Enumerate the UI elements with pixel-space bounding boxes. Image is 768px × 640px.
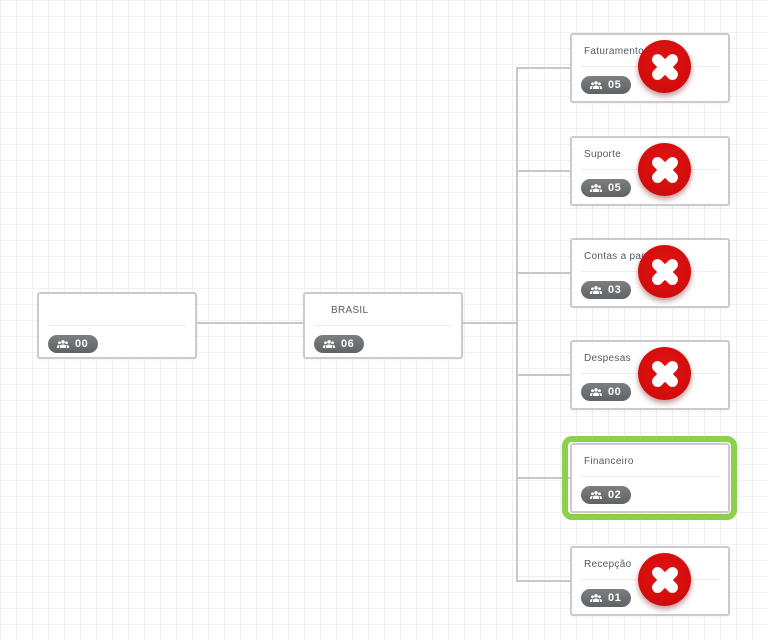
node-title: Faturamento: [584, 46, 644, 57]
org-node-brasil[interactable]: BRASIL 06: [303, 292, 463, 359]
member-count: 06: [341, 338, 355, 350]
member-count-badge: 02: [581, 486, 632, 504]
node-divider: [314, 325, 452, 326]
org-node-contas-a-pagar[interactable]: Contas a pagar 03: [570, 238, 730, 308]
connector-brasil-trunk: [463, 322, 516, 324]
member-count: 02: [608, 489, 622, 501]
member-count: 01: [608, 592, 622, 604]
node-divider: [581, 476, 719, 477]
member-count: 03: [608, 284, 622, 296]
member-count-badge: 00: [581, 383, 632, 401]
selection-highlight-frame: [562, 436, 737, 520]
group-icon: [589, 285, 603, 294]
group-icon: [322, 339, 336, 348]
connector-trunk-vertical: [516, 67, 518, 582]
connector-root-brasil: [196, 322, 303, 324]
member-count-badge: 01: [581, 589, 632, 607]
node-title: BRASIL: [331, 305, 369, 316]
node-title: Suporte: [584, 149, 622, 160]
connector-stub-recepcao: [518, 580, 570, 582]
member-count-badge: 05: [581, 179, 632, 197]
delete-node-button[interactable]: [638, 143, 691, 196]
member-count: 05: [608, 79, 622, 91]
member-count-badge: 06: [314, 335, 365, 353]
member-count-badge: 03: [581, 281, 632, 299]
connector-stub-contas-a-pagar: [518, 272, 570, 274]
delete-node-button[interactable]: [638, 245, 691, 298]
node-title: Despesas: [584, 353, 631, 364]
node-title: Contas a pagar: [584, 251, 657, 262]
member-count: 05: [608, 182, 622, 194]
group-icon: [589, 80, 603, 89]
member-count-badge: 05: [581, 76, 632, 94]
org-node-root[interactable]: 00: [37, 292, 197, 359]
delete-node-button[interactable]: [638, 347, 691, 400]
node-divider: [48, 325, 186, 326]
delete-node-button[interactable]: [638, 40, 691, 93]
group-icon: [589, 387, 603, 396]
connector-stub-financeiro: [518, 477, 570, 479]
org-node-despesas[interactable]: Despesas 00: [570, 340, 730, 410]
group-icon: [589, 183, 603, 192]
member-count: 00: [75, 338, 89, 350]
member-count: 00: [608, 386, 622, 398]
delete-node-button[interactable]: [638, 553, 691, 606]
connector-stub-faturamento: [518, 67, 570, 69]
org-node-suporte[interactable]: Suporte 05: [570, 136, 730, 206]
group-icon: [589, 593, 603, 602]
org-node-recepcao[interactable]: Recepção 01: [570, 546, 730, 616]
org-node-faturamento[interactable]: Faturamento 05: [570, 33, 730, 103]
group-icon: [589, 490, 603, 499]
connector-stub-suporte: [518, 170, 570, 172]
node-title: Financeiro: [584, 456, 634, 467]
connector-stub-despesas: [518, 374, 570, 376]
member-count-badge: 00: [48, 335, 99, 353]
org-node-financeiro[interactable]: Financeiro 02: [570, 443, 730, 513]
group-icon: [56, 339, 70, 348]
node-title: Recepção: [584, 559, 632, 570]
